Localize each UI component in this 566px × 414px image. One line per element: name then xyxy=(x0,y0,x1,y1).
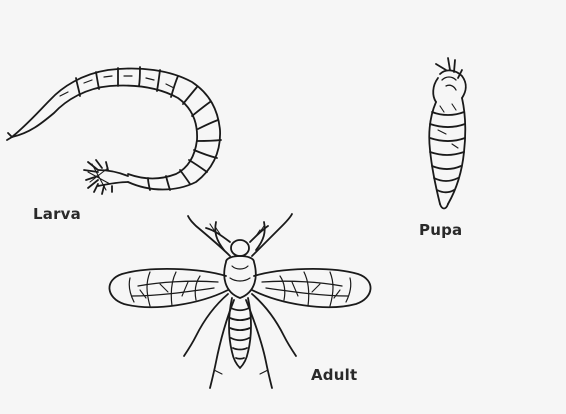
adult-label: Adult xyxy=(311,366,357,384)
larva-label: Larva xyxy=(33,205,81,223)
larva-illustration xyxy=(7,67,221,194)
adult-illustration xyxy=(109,214,370,388)
pupa-illustration xyxy=(429,58,466,209)
pupa-label: Pupa xyxy=(419,221,462,239)
